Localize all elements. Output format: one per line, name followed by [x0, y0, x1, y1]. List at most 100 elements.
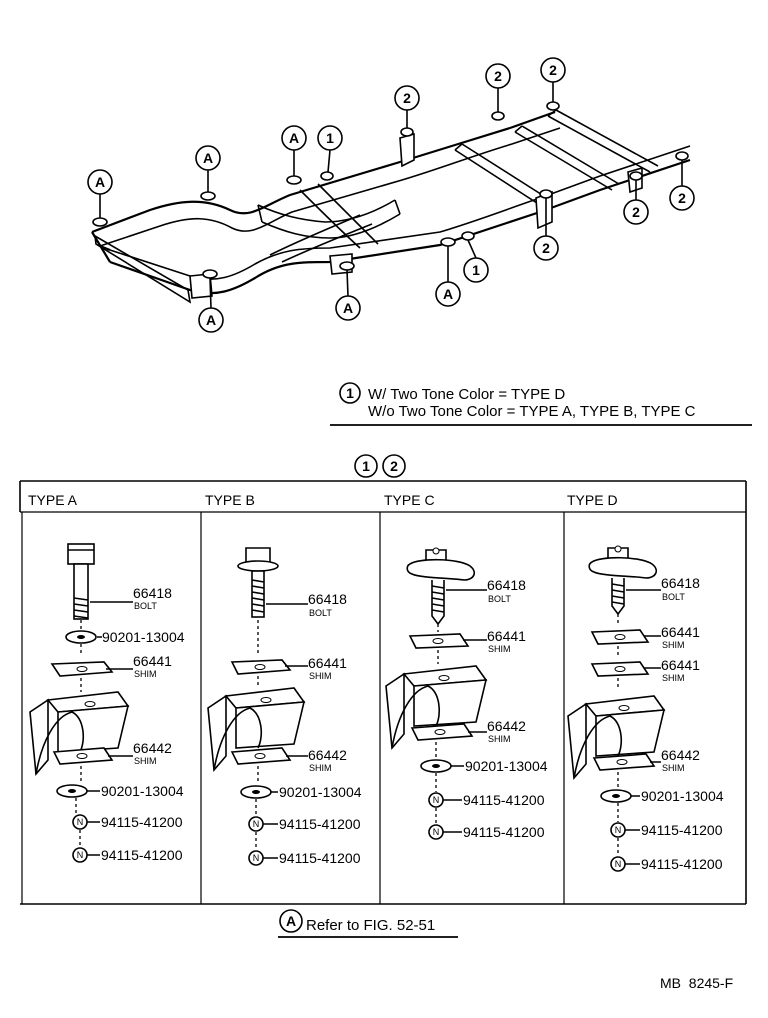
header-type-d: TYPE D: [567, 492, 618, 508]
type-d-washer-number: 90201-13004: [641, 788, 724, 804]
type-a-washer-top-number: 90201-13004: [102, 629, 185, 645]
nut-icon: N: [248, 850, 264, 866]
type-d-nut2-number: 94115-41200: [641, 856, 723, 872]
mount-pads: [92, 101, 689, 279]
type-b-shim-number: 66441: [308, 655, 347, 671]
type-a-nut2-number: 94115-41200: [101, 847, 183, 863]
bracket-icon: [567, 695, 666, 780]
frame-rear-crossmember-2: [514, 125, 620, 191]
callout-2-a: 2: [394, 85, 420, 111]
bracket-icon: [29, 691, 130, 776]
callout-2-c: 2: [540, 57, 566, 83]
type-d-column: N N 66418 BOLT 66441 SHIM 66441 SHIM 664…: [567, 545, 724, 872]
legend-callout: 1: [346, 385, 354, 401]
svg-text:1: 1: [326, 130, 334, 146]
svg-text:1: 1: [362, 458, 370, 474]
svg-text:2: 2: [549, 62, 557, 78]
callout-2-f: 2: [533, 235, 559, 261]
callout-1-b: 1: [463, 257, 489, 283]
type-c-bolt-number: 66418: [487, 577, 526, 593]
type-a-bolt-number: 66418: [133, 585, 172, 601]
svg-text:A: A: [95, 174, 105, 190]
header-type-a: TYPE A: [28, 492, 78, 508]
type-d-shim1b-number: 66441: [661, 657, 700, 673]
callout-a-4: A: [435, 281, 461, 307]
svg-text:N: N: [253, 853, 260, 863]
callout-2-e: 2: [623, 199, 649, 225]
callout-2-d: 2: [669, 185, 695, 211]
svg-text:A: A: [203, 150, 213, 166]
frame-rear-crossmember-1: [454, 143, 548, 206]
type-a-washer-number: 90201-13004: [101, 783, 184, 799]
type-d-bolt-number: 66418: [661, 575, 700, 591]
svg-text:A: A: [286, 913, 296, 929]
svg-text:N: N: [77, 817, 84, 827]
type-b-bolt-label: BOLT: [309, 608, 332, 618]
type-c-nut2-number: 94115-41200: [463, 824, 545, 840]
type-a-shim2-number: 66442: [133, 740, 172, 756]
type-b-bolt-number: 66418: [308, 591, 347, 607]
svg-text:2: 2: [390, 458, 398, 474]
svg-text:2: 2: [494, 68, 502, 84]
nut-icon: N: [248, 816, 264, 832]
callout-a-5: A: [335, 295, 361, 321]
callout-a-6: A: [198, 307, 224, 333]
type-b-column: N N 66418 BOLT 66441 SHIM 66442 SHIM 902…: [207, 547, 362, 866]
type-c-column: N N 66418 BOLT 66441 SHIM 66442 SHIM 902…: [385, 547, 548, 840]
nut-icon: N: [610, 856, 626, 872]
type-c-shim-number: 66441: [487, 628, 526, 644]
nut-icon: N: [428, 824, 444, 840]
header-type-c: TYPE C: [384, 492, 435, 508]
type-b-nut2-number: 94115-41200: [279, 850, 361, 866]
type-a-shim-label: SHIM: [134, 669, 157, 679]
legend-line-1: W/ Two Tone Color = TYPE D: [368, 386, 565, 403]
svg-text:2: 2: [632, 204, 640, 220]
type-b-shim-label: SHIM: [309, 671, 332, 681]
svg-text:A: A: [443, 286, 453, 302]
type-c-washer-number: 90201-13004: [465, 758, 548, 774]
frame-right-rail: [109, 158, 691, 295]
type-a-column: N N 66418 BOLT 90201-13004 66441 SHIM 66…: [29, 543, 185, 863]
callout-a-1: A: [87, 169, 113, 195]
nut-icon: N: [72, 847, 88, 863]
type-d-shim2-label: SHIM: [662, 763, 685, 773]
type-d-nut1-number: 94115-41200: [641, 822, 723, 838]
tab-bolt-icon: [588, 545, 658, 616]
flange-bolt-icon: [237, 547, 279, 618]
legend: 1 W/ Two Tone Color = TYPE D W/o Two Ton…: [330, 382, 752, 426]
frame-rear-crossmember-3: [547, 109, 659, 173]
header-type-b: TYPE B: [205, 492, 255, 508]
svg-text:N: N: [77, 850, 84, 860]
type-b-shim2-number: 66442: [308, 747, 347, 763]
frame-callouts: A A A 1 2 2 2 2 2 2 1 A A A: [87, 57, 695, 333]
type-c-bolt-label: BOLT: [488, 594, 511, 604]
nut-icon: N: [610, 822, 626, 838]
type-b-washer-number: 90201-13004: [279, 784, 362, 800]
diagram-code: MB 8245-F: [660, 975, 733, 991]
svg-text:N: N: [253, 819, 260, 829]
type-table-heading: 1 2: [354, 454, 406, 478]
type-c-shim2-number: 66442: [487, 718, 526, 734]
svg-text:N: N: [615, 859, 622, 869]
type-d-bolt-label: BOLT: [662, 592, 685, 602]
frame-right-rail-inner: [109, 145, 691, 280]
type-a-nut1-number: 94115-41200: [101, 814, 183, 830]
type-table-frame: [19, 480, 747, 905]
type-d-shim-label: SHIM: [662, 640, 685, 650]
type-c-shim-label: SHIM: [488, 644, 511, 654]
legend-line-2: W/o Two Tone Color = TYPE A, TYPE B, TYP…: [368, 403, 696, 420]
svg-text:N: N: [615, 825, 622, 835]
svg-text:N: N: [433, 795, 440, 805]
svg-text:A: A: [289, 130, 299, 146]
refer-text: Refer to FIG. 52-51: [306, 917, 435, 934]
tab-bolt-icon: [406, 547, 476, 626]
callout-a-3: A: [281, 125, 307, 151]
frame-illustration: [91, 82, 691, 309]
refer-note: A Refer to FIG. 52-51: [278, 909, 458, 938]
type-a-shim2-label: SHIM: [134, 756, 157, 766]
type-d-shim2-number: 66442: [661, 747, 700, 763]
type-a-shim-number: 66441: [133, 653, 172, 669]
svg-text:2: 2: [678, 190, 686, 206]
type-d-shim-number: 66441: [661, 624, 700, 640]
